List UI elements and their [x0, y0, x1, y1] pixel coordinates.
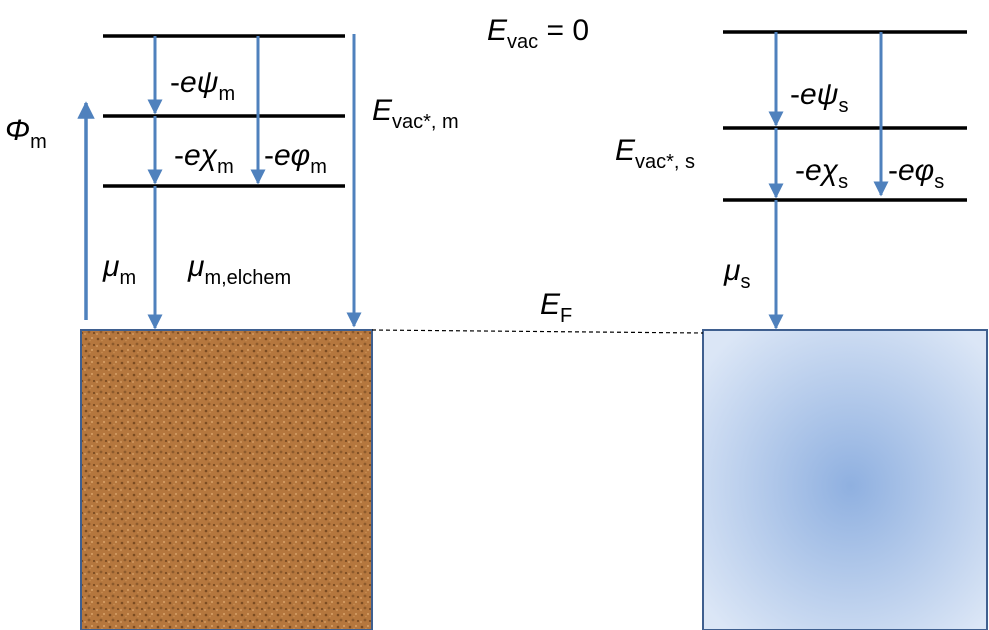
label-neg-e-psi-s: -eψs	[790, 78, 849, 117]
label-neg-e-chi-m: -eχm	[174, 139, 234, 178]
label-mu-s: μs	[723, 254, 750, 293]
label-neg-e-psi-m: -eψm	[170, 66, 235, 105]
semiconductor-block	[702, 329, 988, 630]
label-neg-e-chi-s: -eχs	[795, 154, 848, 193]
label-phi-m: Φm	[5, 114, 47, 153]
label-e-f: EF	[540, 288, 572, 327]
label-e-vac-star-m: Evac*, m	[372, 94, 459, 133]
metal-block	[80, 329, 373, 630]
label-neg-e-varphi-m: -eφm	[264, 139, 327, 178]
label-e-vac-star-s: Evac*, s	[615, 134, 695, 173]
label-neg-e-varphi-s: -eφs	[888, 154, 944, 193]
fermi-level-line	[371, 329, 704, 334]
label-mu-m-elchem: μm,elchem	[187, 250, 291, 289]
label-e-vac: Evac = 0	[487, 14, 589, 53]
label-mu-m: μm	[102, 250, 136, 289]
